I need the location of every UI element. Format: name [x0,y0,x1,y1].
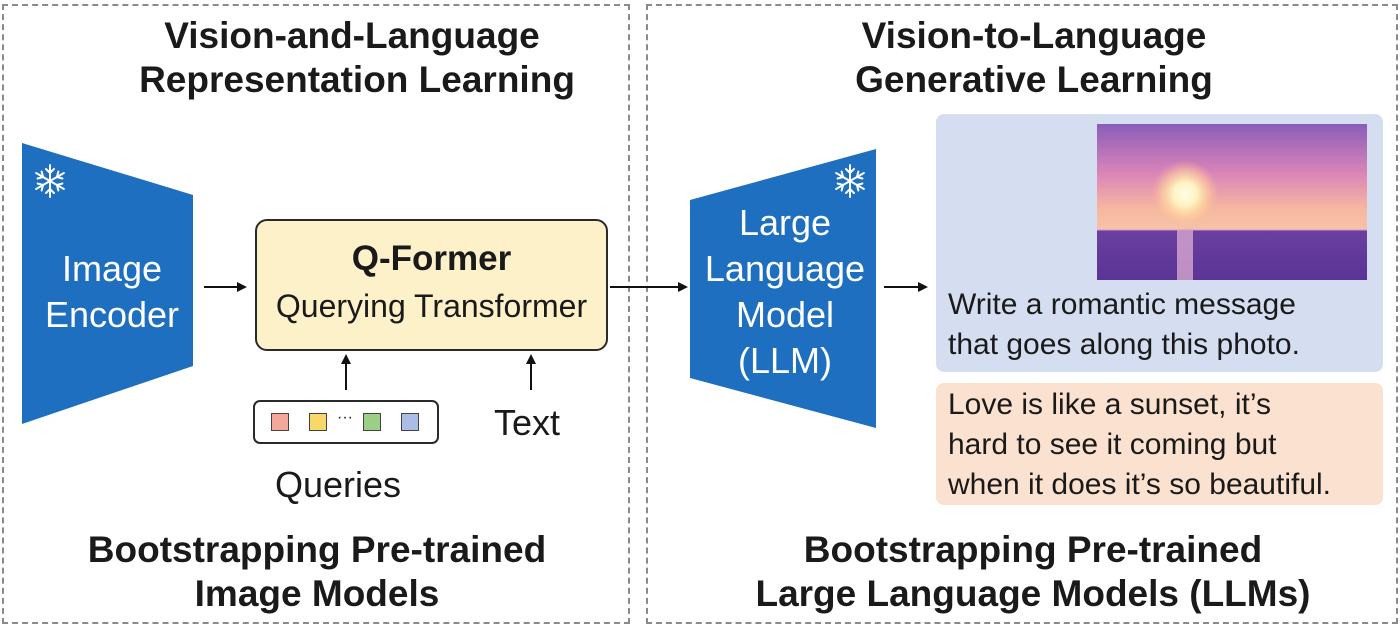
left-panel [2,4,630,624]
right-title: Vision-to-Language Generative Learning [730,14,1338,102]
right-title-line-1: Vision-to-Language [861,15,1207,56]
query-token [401,413,419,431]
left-title-line-2: Representation Learning [139,59,575,100]
queries-label: Queries [275,464,402,505]
query-token [271,413,289,431]
response-line-3: when it does it’s so beautiful. [948,468,1332,501]
image-encoder-line-1: Image [61,248,163,289]
qformer-box: Q-Former Querying Transformer [255,219,608,351]
left-title: Vision-and-Language Representation Learn… [20,14,694,102]
image-encoder-shape [22,143,193,424]
queries-ellipsis: ··· [337,409,353,426]
prompt-text: Write a romantic message that goes along… [948,285,1300,365]
left-title-line-1: Vision-and-Language [164,15,540,56]
qformer-title: Q-Former [351,239,512,278]
query-token [309,413,327,431]
qformer-subtitle: Querying Transformer [275,288,588,324]
prompt-line-1: Write a romantic message [948,288,1296,321]
left-footer: Bootstrapping Pre-trained Image Models [0,528,634,616]
sunset-photo-art [1097,124,1367,280]
llm-shape [690,149,876,428]
queries-box: ··· [253,400,439,444]
right-footer-line-2: Large Language Models (LLMs) [755,573,1311,614]
llm-line-3: Model [735,294,835,335]
llm-line-2: Language [704,248,866,289]
right-panel [646,4,1398,624]
response-line-2: hard to see it coming but [948,428,1277,461]
prompt-line-2: that goes along this photo. [948,328,1300,361]
llm-label: Large Language Model (LLM) [690,200,880,384]
right-footer-line-1: Bootstrapping Pre-trained [803,529,1263,570]
left-footer-line-1: Bootstrapping Pre-trained [87,529,547,570]
response-line-1: Love is like a sunset, it’s [948,388,1271,421]
image-encoder-line-2: Encoder [44,294,180,335]
llm-line-4: (LLM) [737,340,832,381]
query-token [363,413,381,431]
text-label: Text [494,402,561,443]
left-footer-line-2: Image Models [194,573,440,614]
response-box [936,383,1383,505]
right-title-line-2: Generative Learning [855,59,1213,100]
llm-line-1: Large [738,202,832,243]
right-footer: Bootstrapping Pre-trained Large Language… [700,528,1366,616]
sunset-photo [1097,124,1367,280]
image-encoder-label: Image Encoder [22,246,202,338]
response-text: Love is like a sunset, it’s hard to see … [948,385,1331,505]
